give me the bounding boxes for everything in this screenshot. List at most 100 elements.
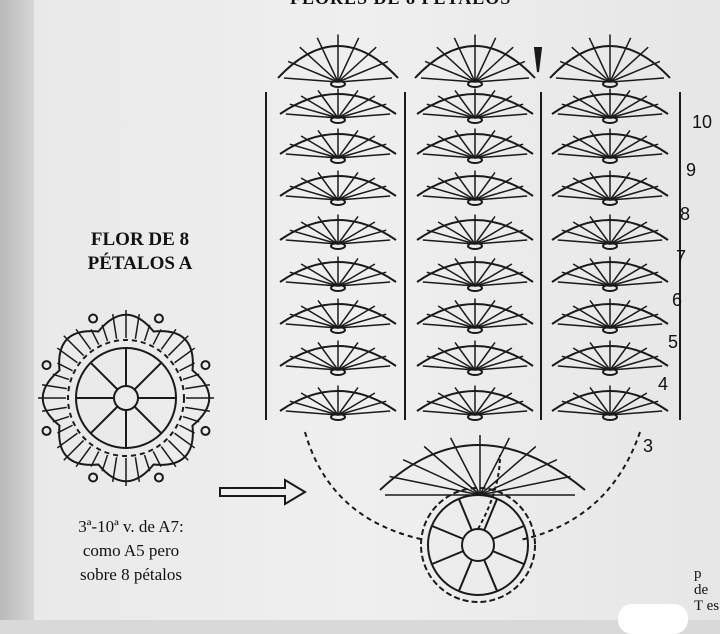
fan-stitch [572, 392, 611, 416]
fan-stitch [285, 153, 339, 159]
fan-stitch [474, 129, 496, 159]
picot [200, 360, 211, 371]
fan-stitch [609, 37, 632, 83]
fan-stitch [474, 257, 496, 287]
fan-stitch [285, 365, 339, 371]
fan-stitch [454, 89, 476, 119]
fan-stitch [474, 229, 524, 245]
fan-stitch [561, 229, 611, 245]
row-number-9: 9 [686, 160, 697, 180]
picot [153, 313, 164, 324]
fan-stitch [474, 95, 513, 119]
spoke [89, 405, 119, 435]
fan-stitch [337, 113, 391, 119]
fan-stitch [337, 195, 391, 201]
fan-stitch [609, 313, 659, 329]
fan-stitch [609, 221, 648, 245]
fan-stitch [474, 171, 496, 201]
fan-stitch [609, 305, 648, 329]
fan-stitch [474, 400, 524, 416]
base-fan-stitch [449, 437, 481, 496]
fan-stitch [437, 392, 476, 416]
fan-stitch [454, 215, 476, 245]
fan-stitch [337, 37, 360, 83]
fan-stitch [337, 323, 391, 329]
ring-inner [427, 494, 529, 596]
ring-spoke [492, 550, 525, 566]
fan-stitch [474, 392, 513, 416]
fan-base-chain [467, 326, 483, 334]
ring-spoke [457, 498, 473, 531]
row-number-3: 3 [643, 436, 654, 456]
fan-base-chain [330, 284, 346, 292]
fan-stitch [609, 341, 631, 371]
fan-stitch [289, 355, 339, 371]
ring-center [461, 528, 495, 562]
fan-stitch [589, 89, 611, 119]
fan-stitch [474, 185, 524, 201]
fan-stitch [555, 77, 611, 83]
picot [200, 425, 211, 436]
fan-stitch [557, 195, 611, 201]
fan-stitch [474, 271, 524, 287]
fan-stitch [609, 135, 648, 159]
fan-stitch [426, 143, 476, 159]
fan-stitch [572, 347, 611, 371]
fan-stitch [589, 129, 611, 159]
crochet-diagram [38, 34, 681, 603]
fan-stitch [422, 281, 476, 287]
fan-stitch [589, 257, 611, 287]
fan-base-chain [602, 368, 618, 376]
fan-stitch [454, 171, 476, 201]
fan-base-chain [330, 413, 346, 421]
fan-stitch [437, 135, 476, 159]
pattern-caption: 3ª-10ª v. de A7: como A5 pero sobre 8 pé… [36, 515, 226, 587]
fan-stitch [437, 221, 476, 245]
fan-stitch [285, 239, 339, 245]
edge-text-2: de [694, 582, 709, 598]
fan-stitch [426, 271, 476, 287]
fan-stitch [337, 185, 387, 201]
fan-stitch [609, 263, 648, 287]
edge-text-1: p [694, 566, 702, 582]
fan-stitch [300, 177, 339, 201]
fan-stitch [589, 215, 611, 245]
base-fan-stitch [479, 475, 571, 496]
fan-stitch [337, 229, 387, 245]
fan-base-chain [467, 80, 483, 88]
fan-stitch [337, 257, 359, 287]
fan-stitch [317, 299, 339, 329]
fan-stitch [474, 341, 496, 371]
ring-spoke [457, 559, 473, 592]
fan-stitch [609, 347, 648, 371]
fan-stitch [609, 171, 631, 201]
fan-base-chain [467, 198, 483, 206]
fan-stitch [285, 113, 339, 119]
fan-stitch [426, 313, 476, 329]
fan-stitch [337, 46, 377, 83]
chain-round [67, 339, 185, 457]
fan-stitch [557, 113, 611, 119]
fan-base-chain [330, 368, 346, 376]
fan-stitch [474, 77, 530, 83]
edge-text-3: T es [694, 598, 720, 614]
fan-stitch [561, 271, 611, 287]
fan-stitch [474, 263, 513, 287]
fan-stitch [474, 60, 526, 83]
fan-stitch [337, 347, 376, 371]
fan-base-chain [602, 242, 618, 250]
fan-stitch [337, 386, 359, 416]
fan-stitch [454, 341, 476, 371]
outer-chain-left [304, 431, 426, 541]
fan-stitch [588, 37, 611, 83]
fan-base-chain [330, 116, 346, 124]
fan-stitch [609, 153, 663, 159]
fan-stitch [426, 103, 476, 119]
fan-stitch [300, 305, 339, 329]
fan-stitch [454, 129, 476, 159]
corner-badge [618, 604, 688, 634]
fan-base-chain [602, 198, 618, 206]
base-fan-arc [379, 444, 586, 491]
fan-stitch [609, 185, 659, 201]
